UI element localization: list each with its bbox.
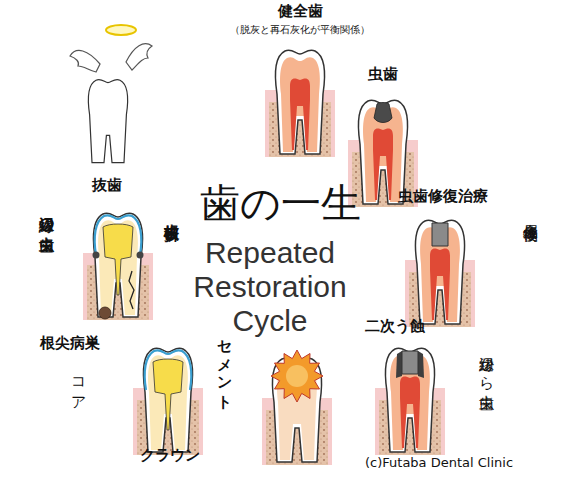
part-name: コア [70,368,87,404]
marginal-caries [396,351,402,378]
marginal-caries [418,351,424,378]
pulp [400,376,420,448]
dentin [98,220,138,315]
note: （脱灰と再石灰化が平衡関係） [230,24,370,36]
marginal-caries [93,252,100,259]
metal-inlay [402,351,418,374]
secondary-caries-tooth [375,348,445,455]
stage-name: 根尖病巣 [40,335,100,352]
stage-name: 辺縁から虫歯 [478,345,495,385]
stage-name: 辺縁の虫歯 [38,205,55,227]
tooth-outline [416,220,465,324]
tooth-outline [94,213,143,317]
stage-name: 健全歯 [278,3,323,20]
part-name: クラウン [140,447,200,464]
failing-crown-tooth [83,213,153,320]
healthy-tooth [265,50,335,157]
halo [106,25,136,35]
crown-tooth [133,348,203,455]
pulp [373,128,393,200]
stage-name: 虫歯 [368,66,398,83]
dentin [148,355,188,450]
crown-line [95,215,142,255]
root-fracture [129,271,134,309]
extracted-tooth [70,25,152,163]
stage-name: 抜歯 [92,177,122,194]
tooth-outline [276,50,325,154]
pulp [430,248,450,320]
crown-line [145,350,192,390]
wing [70,50,100,72]
cavity [374,103,392,123]
core [103,224,133,295]
stage-name: 歯根破折 [163,212,180,216]
tooth-outline [144,348,193,452]
pulp [290,78,310,150]
cement-core [286,365,308,387]
restored-tooth [405,220,475,327]
watermark: (c)Futaba Dental Clinic [365,456,513,471]
wing [126,44,152,70]
marginal-caries [137,252,144,259]
apical-lesion [99,307,111,319]
tooth-outline [88,80,127,163]
cement-tooth [262,350,332,465]
part-name: 金属修復物 [522,212,539,217]
dentin [280,57,320,152]
metal-inlay [432,223,448,246]
part-name: セメント [216,330,233,402]
diagram-title: 歯の一生 [200,180,361,226]
cycle-phrase: Repeated Restoration Cycle [185,236,355,338]
stage-name: 虫歯修復治療 [398,188,488,205]
stage-name: 二次う蝕 [365,318,425,335]
cement-burst [271,350,323,402]
core [153,359,183,430]
tooth-outline [386,348,435,452]
tooth [88,80,127,163]
